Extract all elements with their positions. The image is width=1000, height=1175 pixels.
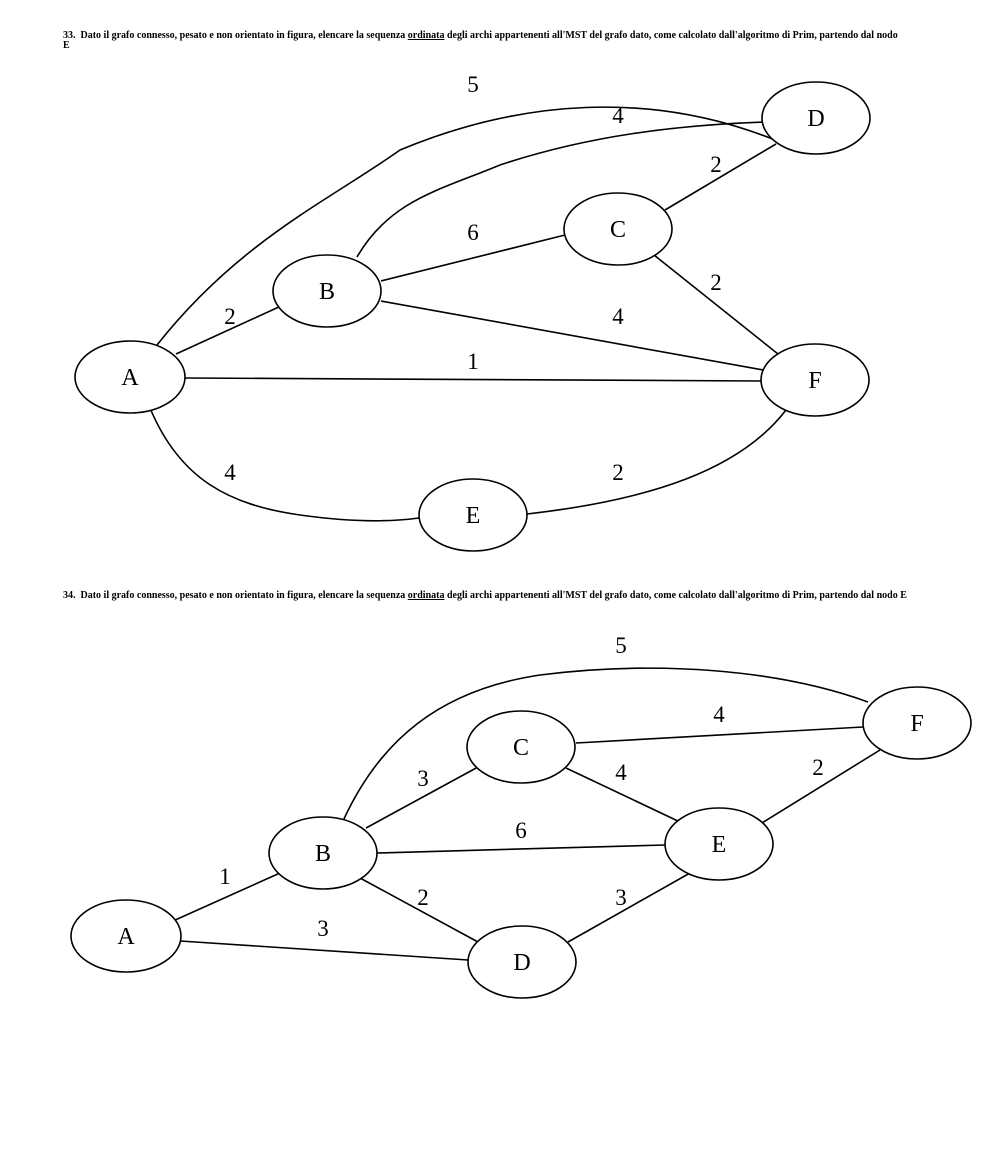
node-e — [664, 807, 774, 881]
node-label-b: B — [319, 279, 335, 305]
node-label-a: A — [121, 365, 139, 391]
node-d — [761, 81, 871, 155]
question-text-after: degli archi appartenenti all'MST del gra… — [63, 30, 898, 51]
node-label-f: F — [910, 711, 923, 737]
edge-c-f — [653, 254, 784, 359]
edge-c-f — [575, 726, 864, 744]
edge-b-f — [380, 300, 764, 371]
edge-weight-a-e: 4 — [224, 460, 236, 485]
edge-weight-c-f: 4 — [713, 702, 725, 727]
edge-a-d — [156, 106, 776, 346]
node-c — [466, 710, 576, 784]
edge-weight-e-f: 2 — [812, 755, 824, 780]
edge-a-d — [179, 940, 469, 961]
node-label-a: A — [117, 924, 135, 950]
node-label-c: C — [610, 217, 626, 243]
edge-weight-b-f: 5 — [615, 633, 627, 658]
edge-weight-b-c: 6 — [467, 220, 479, 245]
edge-a-f — [184, 377, 762, 382]
edge-weight-b-c: 3 — [417, 766, 429, 791]
node-f — [760, 343, 870, 417]
edge-weight-d-e: 3 — [615, 885, 627, 910]
edge-e-f — [526, 409, 787, 515]
question-number: 34. — [63, 590, 76, 601]
edge-c-d — [664, 143, 777, 211]
node-a — [70, 899, 182, 973]
node-label-d: D — [807, 106, 824, 132]
node-label-d: D — [513, 950, 530, 976]
edge-a-e — [149, 407, 420, 522]
edge-weight-b-e: 6 — [515, 818, 527, 843]
edge-weight-b-f: 4 — [612, 304, 624, 329]
edge-b-f — [342, 667, 869, 822]
edge-weight-a-b: 1 — [219, 864, 231, 889]
node-a — [74, 340, 186, 414]
edge-b-c — [380, 234, 566, 282]
edge-weight-a-d: 3 — [317, 916, 329, 941]
node-e — [418, 478, 528, 552]
edge-weight-a-d: 5 — [467, 72, 479, 97]
node-b — [272, 254, 382, 328]
node-c — [563, 192, 673, 266]
edge-d-e — [567, 872, 691, 943]
edge-weight-a-f: 1 — [467, 349, 479, 374]
edge-weight-c-d: 2 — [710, 152, 722, 177]
question-text-underlined: ordinata — [407, 30, 445, 41]
edge-a-b — [172, 872, 281, 922]
node-label-c: C — [513, 735, 529, 761]
node-b — [268, 816, 378, 890]
edge-b-d — [356, 121, 765, 258]
edge-a-b — [175, 305, 282, 355]
node-d — [467, 925, 577, 999]
node-label-b: B — [315, 841, 331, 867]
edge-b-d — [359, 877, 479, 943]
question-text: Dato il grafo connesso, pesato e non ori… — [81, 590, 907, 601]
edge-e-f — [761, 749, 881, 824]
node-label-e: E — [712, 832, 727, 858]
edge-weight-a-b: 2 — [224, 304, 236, 329]
edge-weight-c-e: 4 — [615, 760, 627, 785]
edge-weight-b-d: 4 — [612, 103, 624, 128]
question-text-after: degli archi appartenenti all'MST del gra… — [446, 590, 907, 601]
node-label-f: F — [808, 368, 821, 394]
node-f — [862, 686, 972, 760]
question-34: 34. Dato il grafo connesso, pesato e non… — [63, 591, 993, 601]
edge-weight-e-f: 2 — [612, 460, 624, 485]
question-text-before: Dato il grafo connesso, pesato e non ori… — [80, 590, 406, 601]
question-text: Dato il grafo connesso, pesato e non ori… — [63, 30, 898, 51]
question-text-before: Dato il grafo connesso, pesato e non ori… — [80, 30, 406, 41]
node-label-e: E — [466, 503, 481, 529]
edge-weight-b-d: 2 — [417, 885, 429, 910]
edge-b-c — [365, 766, 479, 829]
question-33: 33. Dato il grafo connesso, pesato e non… — [63, 31, 903, 51]
question-text-underlined: ordinata — [407, 590, 445, 601]
edge-c-e — [565, 767, 681, 823]
edge-weight-c-f: 2 — [710, 270, 722, 295]
edge-b-e — [376, 844, 666, 854]
question-number: 33. — [63, 30, 76, 41]
